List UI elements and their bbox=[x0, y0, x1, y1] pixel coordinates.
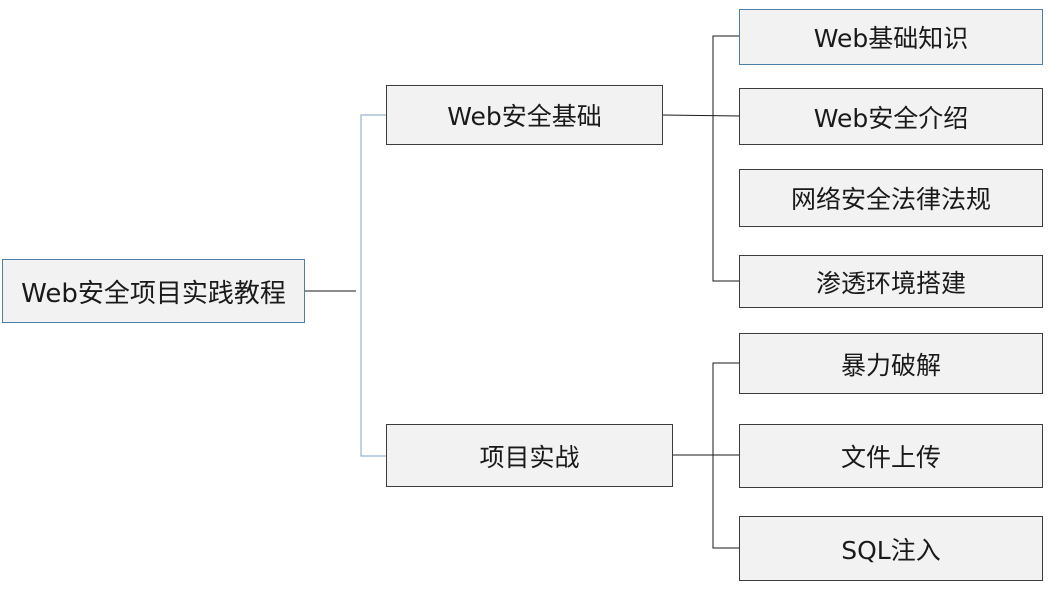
leaf-node-sql-injection[interactable]: SQL注入 bbox=[739, 516, 1043, 581]
leaf-node-label: Web基础知识 bbox=[813, 24, 969, 53]
connector-root-spine bbox=[360, 114, 387, 457]
leaf-node-cyber-law[interactable]: 网络安全法律法规 bbox=[739, 169, 1043, 227]
leaf-node-web-fundamentals[interactable]: Web基础知识 bbox=[739, 9, 1043, 65]
leaf-node-label: 暴力破解 bbox=[840, 350, 941, 380]
leaf-node-label: 文件上传 bbox=[840, 443, 941, 472]
branch-node-web-security-basics[interactable]: Web安全基础 bbox=[386, 85, 663, 145]
connector-practice-spine bbox=[712, 362, 740, 549]
branch-node-label: 项目实战 bbox=[479, 442, 580, 472]
root-node[interactable]: Web安全项目实践教程 bbox=[2, 259, 305, 323]
leaf-node-web-security-intro[interactable]: Web安全介绍 bbox=[739, 88, 1043, 145]
leaf-node-pentest-env-setup[interactable]: 渗透环境搭建 bbox=[739, 255, 1043, 308]
leaf-node-label: 渗透环境搭建 bbox=[815, 268, 966, 298]
connector-basics-stub bbox=[661, 114, 741, 117]
leaf-node-file-upload[interactable]: 文件上传 bbox=[739, 424, 1043, 488]
leaf-node-label: 网络安全法律法规 bbox=[790, 185, 991, 214]
leaf-node-label: Web安全介绍 bbox=[813, 103, 969, 133]
leaf-node-label: SQL注入 bbox=[841, 535, 941, 565]
root-node-label: Web安全项目实践教程 bbox=[21, 278, 286, 309]
branch-node-label: Web安全基础 bbox=[447, 102, 602, 131]
connector-basics-spine bbox=[712, 35, 740, 282]
leaf-node-brute-force[interactable]: 暴力破解 bbox=[739, 333, 1043, 394]
branch-node-project-practice[interactable]: 项目实战 bbox=[386, 424, 673, 487]
